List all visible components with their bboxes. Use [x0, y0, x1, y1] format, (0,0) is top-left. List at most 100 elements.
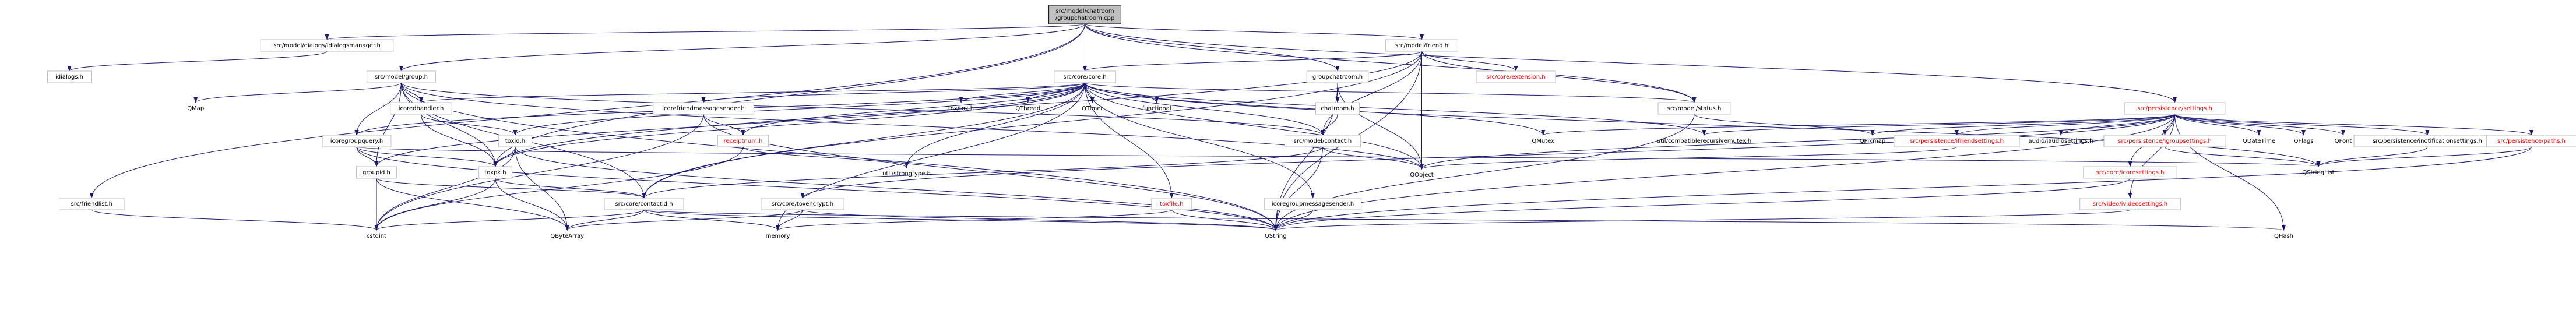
edge-core-to-compat: [1085, 82, 1706, 136]
node-icfms[interactable]: icorefriendmessagesender.h: [653, 102, 754, 115]
node-qmap[interactable]: QMap: [185, 103, 207, 114]
node-toxpk[interactable]: toxpk.h: [478, 166, 512, 179]
edge-contactid-to-memory: [643, 209, 780, 231]
node-ifs[interactable]: src/persistence/ifriendsettings.h: [1894, 135, 2020, 147]
edge-core-to-toxh: [959, 82, 1085, 103]
node-receipt[interactable]: receiptnum.h: [717, 135, 769, 147]
node-core[interactable]: src/core/core.h: [1054, 70, 1116, 83]
node-box: [717, 135, 769, 147]
edge-icoredh-to-toxid: [421, 114, 518, 136]
node-label: icoregroupmessagesender.h: [1272, 201, 1354, 207]
node-ext[interactable]: src/core/extension.h: [1476, 70, 1556, 83]
node-qhash[interactable]: QHash: [2271, 230, 2297, 242]
node-ins[interactable]: src/persistence/inotificationsettings.h: [2353, 135, 2501, 147]
edge-toxfile-to-memory: [776, 209, 1172, 231]
node-cstdint[interactable]: cstdint: [360, 230, 393, 242]
edge-toxid-to-qbytearray: [515, 146, 569, 231]
node-friend[interactable]: src/model/friend.h: [1385, 39, 1458, 52]
node-root[interactable]: src/model/chatroom/groupchatroom.cpp: [1048, 5, 1121, 24]
node-label: src/core/extension.h: [1486, 74, 1545, 80]
node-qpixmap[interactable]: QPixmap: [1856, 135, 1889, 147]
node-strongtype[interactable]: util/strongtype.h: [872, 168, 941, 179]
node-paths[interactable]: src/persistence/paths.h: [2486, 135, 2576, 147]
node-label: QPixmap: [1860, 138, 1886, 144]
node-icgq[interactable]: icoregroupquery.h: [322, 135, 392, 147]
node-qdatetime[interactable]: QDateTime: [2239, 135, 2279, 147]
node-dlgmgr[interactable]: src/model/dialogs/idialogsmanager.h: [260, 39, 394, 52]
node-idialogs[interactable]: idialogs.h: [47, 70, 92, 83]
node-toxh[interactable]: tox/tox.h: [941, 103, 981, 114]
edge-group-to-contact: [401, 82, 1325, 136]
edge-toxencrypt-to-qbytearray: [565, 209, 803, 231]
node-label: QString: [1265, 233, 1287, 239]
node-label: src/core/icoresettings.h: [2096, 170, 2165, 176]
edge-toxpk-to-qbytearray: [495, 178, 569, 231]
node-igs[interactable]: src/persistence/igroupsettings.h: [2103, 135, 2226, 147]
node-gcr[interactable]: groupchatroom.h: [1306, 70, 1369, 83]
node-qstring[interactable]: QString: [1259, 230, 1292, 242]
node-label: functional: [1142, 105, 1171, 112]
edge-settings-to-qdatetime: [2174, 114, 2261, 136]
node-ics[interactable]: src/core/icoresettings.h: [2083, 166, 2177, 179]
node-label: /groupchatroom.cpp: [1055, 15, 1115, 22]
node-label: src/core/contactid.h: [615, 201, 673, 207]
edge-group-to-qstring: [401, 82, 1278, 231]
edge-core-to-status: [1085, 82, 1696, 103]
node-group[interactable]: src/model/group.h: [367, 70, 436, 83]
edge-contactid-to-qbytearray: [565, 209, 645, 231]
node-label: QTimer: [1082, 105, 1103, 112]
node-qflags[interactable]: QFlags: [2289, 135, 2318, 147]
node-qobject[interactable]: QObject: [1405, 169, 1438, 181]
node-qthread[interactable]: QThread: [1011, 103, 1044, 114]
node-qtimer[interactable]: QTimer: [1078, 103, 1107, 114]
edge-settings-to-ivs: [2128, 114, 2175, 199]
node-box: [1306, 70, 1369, 83]
node-label: cstdint: [367, 233, 386, 239]
node-ivs[interactable]: src/video/ivideosettings.h: [2079, 198, 2181, 210]
edge-icoredh-to-toxpk: [421, 114, 498, 167]
node-contactid[interactable]: src/core/contactid.h: [604, 198, 684, 210]
node-label: src/model/contact.h: [1294, 138, 1352, 144]
node-label: src/model/chatroom: [1055, 8, 1114, 15]
edge-ics-to-qstring: [1273, 178, 2131, 231]
node-settings[interactable]: src/persistence/settings.h: [2124, 102, 2226, 115]
node-icoredh[interactable]: icoredhandler.h: [390, 102, 452, 115]
node-box: [1385, 39, 1458, 52]
edge-toxfile-to-qstring: [1171, 209, 1278, 231]
edge-toxid-to-cstdint: [374, 146, 516, 231]
node-toxencrypt[interactable]: src/core/toxencrypt.h: [761, 198, 844, 210]
node-qfont[interactable]: QFont: [2330, 135, 2356, 147]
edge-core-to-qthread: [1026, 82, 1085, 103]
edge-gcr-to-qobject: [1337, 82, 1424, 170]
node-memory[interactable]: memory: [763, 230, 793, 242]
edge-settings-to-qobject: [1420, 114, 2175, 170]
node-qbytearray[interactable]: QByteArray: [546, 230, 589, 242]
node-box: [47, 70, 92, 83]
node-qstringlist[interactable]: QStringList: [2295, 167, 2342, 178]
node-flist[interactable]: src/friendlist.h: [58, 198, 125, 210]
node-groupid[interactable]: groupid.h: [356, 166, 397, 179]
node-toxfile[interactable]: toxfile.h: [1151, 198, 1192, 210]
node-status[interactable]: src/model/status.h: [1657, 102, 1731, 115]
node-compat[interactable]: util/compatiblerecursivemutex.h: [1645, 135, 1763, 147]
node-qmutex[interactable]: QMutex: [1528, 135, 1558, 147]
node-box: [1151, 198, 1192, 210]
edge-flist-to-cstdint: [91, 209, 379, 231]
node-contact[interactable]: src/model/contact.h: [1285, 135, 1361, 147]
edge-groupid-to-qbytearray: [376, 178, 569, 231]
edge-toxid-to-qstring: [515, 146, 1278, 231]
edge-contactid-to-qhash: [643, 209, 2285, 231]
node-chatroom[interactable]: chatroom.h: [1315, 102, 1360, 115]
node-label: icorefriendmessagesender.h: [662, 105, 745, 112]
node-box: [390, 102, 452, 115]
edge-dlgmgr-to-idialogs: [67, 51, 328, 72]
node-label: icoregroupquery.h: [330, 138, 383, 144]
node-icgms[interactable]: icoregroupmessagesender.h: [1264, 198, 1362, 210]
node-toxid[interactable]: toxid.h: [498, 135, 532, 147]
node-functional[interactable]: functional: [1135, 103, 1178, 114]
edge-toxpk-to-contactid: [495, 178, 646, 199]
edge-contactid-to-cstdint: [374, 209, 645, 231]
node-label: QMap: [187, 105, 204, 112]
node-audio[interactable]: audio/iaudiosettings.h: [2018, 135, 2104, 147]
edge-icgq-to-groupid: [356, 146, 379, 167]
